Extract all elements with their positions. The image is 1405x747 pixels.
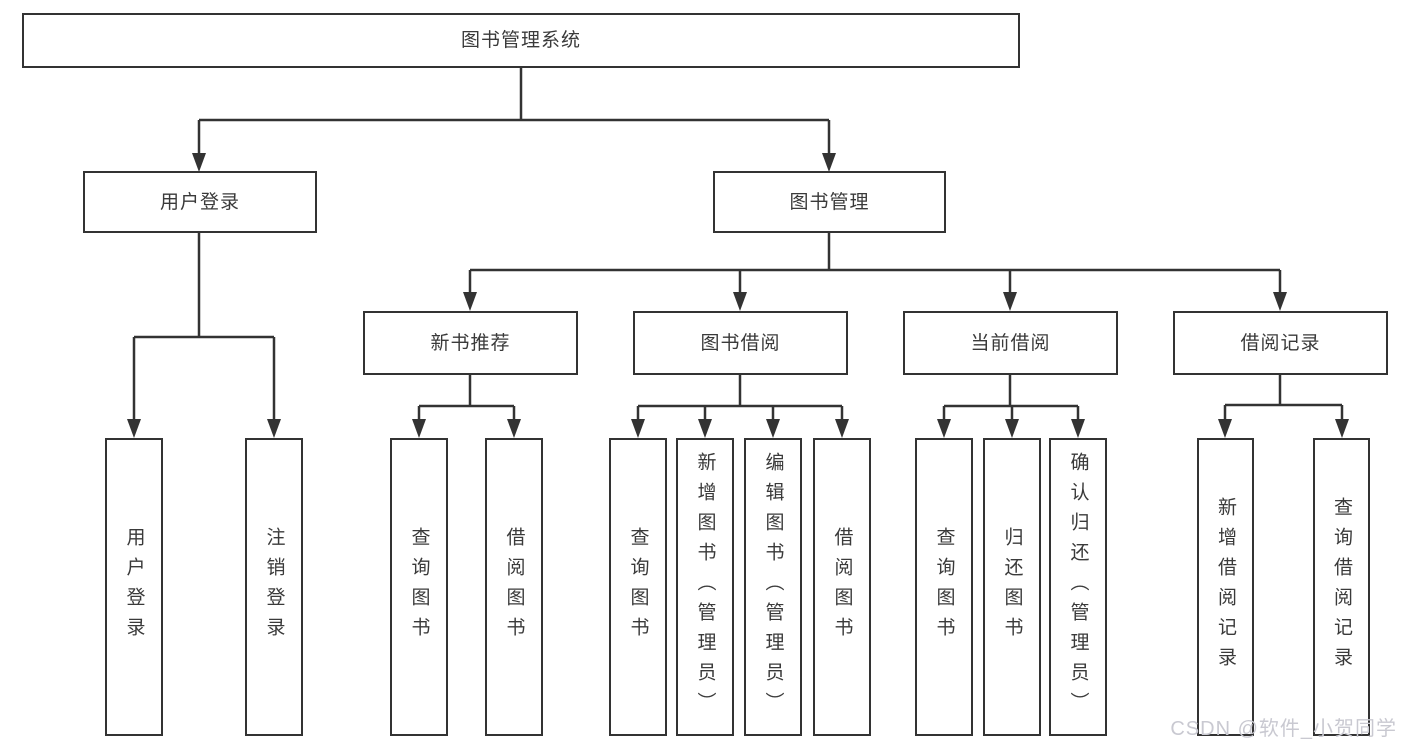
arrowhead [698, 419, 712, 438]
node-new-book-recommend: 新书推荐 [363, 311, 578, 375]
arrowhead [766, 419, 780, 438]
leaf-borrowing-add-books-admin: 新增图书（管理员） [676, 438, 734, 736]
leaf-newbook-query-books: 查询图书 [390, 438, 448, 736]
leaf-borrowing-query-books: 查询图书 [609, 438, 667, 736]
connector-newbook-split [417, 375, 516, 420]
arrowhead [412, 419, 426, 438]
leaf-user-login: 用户登录 [105, 438, 163, 736]
arrowhead [937, 419, 951, 438]
arrowhead [192, 153, 206, 172]
leaf-current-return-books: 归还图书 [983, 438, 1041, 736]
node-book-management: 图书管理 [713, 171, 946, 233]
leaf-records-query-borrow-record: 查询借阅记录 [1313, 438, 1370, 736]
connector-root-split [197, 68, 831, 154]
arrowhead [835, 419, 849, 438]
leaf-borrowing-borrow-books: 借阅图书 [813, 438, 871, 736]
connector-arrowheads [127, 153, 1349, 438]
arrowhead [267, 419, 281, 438]
leaf-current-query-books: 查询图书 [915, 438, 973, 736]
arrowhead [1005, 419, 1019, 438]
arrowhead [822, 153, 836, 172]
node-book-borrowing: 图书借阅 [633, 311, 848, 375]
arrowhead [463, 292, 477, 311]
arrowhead [127, 419, 141, 438]
connector-bookmgmt-split [468, 233, 1282, 293]
arrowhead [631, 419, 645, 438]
leaf-records-add-borrow-record: 新增借阅记录 [1197, 438, 1254, 736]
arrowhead [1218, 419, 1232, 438]
arrowhead [1335, 419, 1349, 438]
node-current-borrowing: 当前借阅 [903, 311, 1118, 375]
arrowhead [1003, 292, 1017, 311]
node-library-management-system: 图书管理系统 [22, 13, 1020, 68]
connector-lines [132, 68, 1344, 420]
arrowhead [1273, 292, 1287, 311]
node-user-login: 用户登录 [83, 171, 317, 233]
connector-records-split [1223, 375, 1344, 420]
csdn-watermark: CSDN @软件_小贺同学 [1170, 718, 1397, 740]
connector-userlogin-split [132, 233, 276, 420]
connector-current-split [942, 375, 1080, 420]
leaf-borrowing-edit-books-admin: 编辑图书（管理员） [744, 438, 802, 736]
leaf-newbook-borrow-books: 借阅图书 [485, 438, 543, 736]
node-borrowing-records: 借阅记录 [1173, 311, 1388, 375]
leaf-current-confirm-return-admin: 确认归还（管理员） [1049, 438, 1107, 736]
leaf-user-logout: 注销登录 [245, 438, 303, 736]
connector-borrowing-split [636, 375, 844, 420]
arrowhead [1071, 419, 1085, 438]
arrowhead [733, 292, 747, 311]
arrowhead [507, 419, 521, 438]
